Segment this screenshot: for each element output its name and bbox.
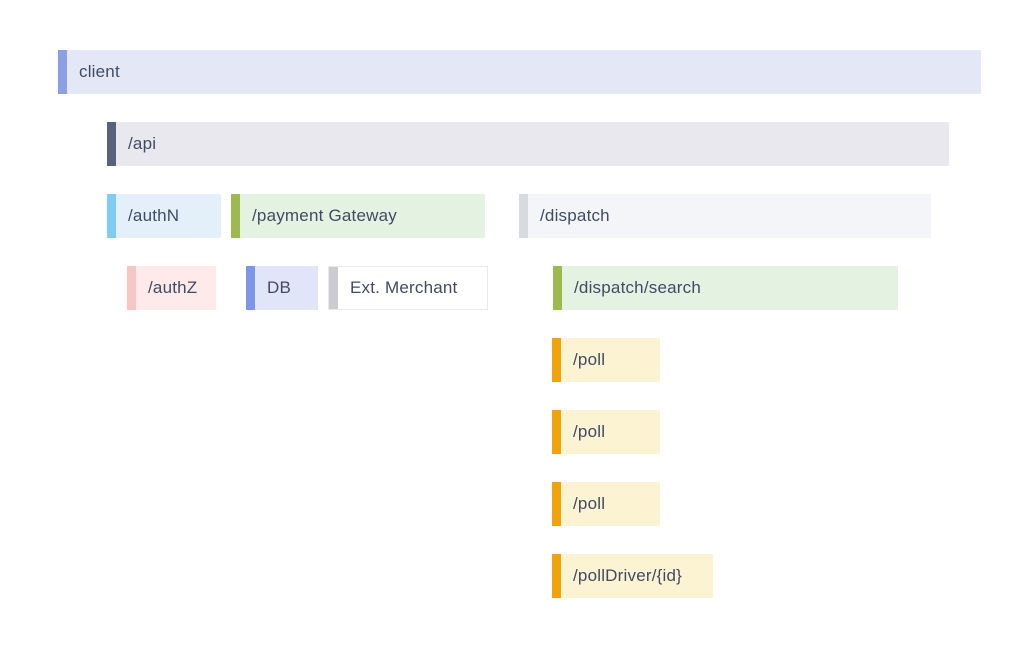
span-label: /pollDriver/{id} [573, 566, 683, 585]
span-payment-gateway[interactable]: /payment Gateway [231, 194, 485, 238]
span-label: /dispatch/search [574, 278, 701, 297]
span-label: DB [267, 278, 292, 297]
span-db[interactable]: DB [246, 266, 318, 310]
span-accent-bar [231, 194, 240, 238]
span-dispatch-search[interactable]: /dispatch/search [553, 266, 898, 310]
span-poll-driver[interactable]: /pollDriver/{id} [552, 554, 713, 598]
span-authn[interactable]: /authN [107, 194, 221, 238]
span-label: client [79, 62, 120, 81]
span-accent-bar [552, 482, 561, 526]
span-accent-bar [519, 194, 528, 238]
span-label: /poll [573, 422, 606, 441]
span-label: /api [128, 134, 157, 153]
span-client[interactable]: client [58, 50, 981, 94]
span-label: /payment Gateway [252, 206, 397, 225]
span-accent-bar [552, 554, 561, 598]
span-api[interactable]: /api [107, 122, 949, 166]
span-ext-merchant[interactable]: Ext. Merchant [328, 266, 488, 310]
span-accent-bar [553, 266, 562, 310]
span-accent-bar [552, 410, 561, 454]
span-accent-bar [552, 338, 561, 382]
span-label: /poll [573, 494, 606, 513]
span-accent-bar [58, 50, 67, 94]
span-accent-bar [107, 194, 116, 238]
span-label: /poll [573, 350, 606, 369]
span-accent-bar [107, 122, 116, 166]
span-accent-bar [329, 267, 338, 309]
span-poll-1[interactable]: /poll [552, 338, 660, 382]
span-poll-3[interactable]: /poll [552, 482, 660, 526]
span-label: /authZ [148, 278, 198, 297]
span-label: /authN [128, 206, 180, 225]
span-authz[interactable]: /authZ [127, 266, 216, 310]
span-label: Ext. Merchant [350, 278, 458, 297]
span-dispatch[interactable]: /dispatch [519, 194, 931, 238]
span-accent-bar [127, 266, 136, 310]
span-label: /dispatch [540, 206, 610, 225]
span-poll-2[interactable]: /poll [552, 410, 660, 454]
span-accent-bar [246, 266, 255, 310]
